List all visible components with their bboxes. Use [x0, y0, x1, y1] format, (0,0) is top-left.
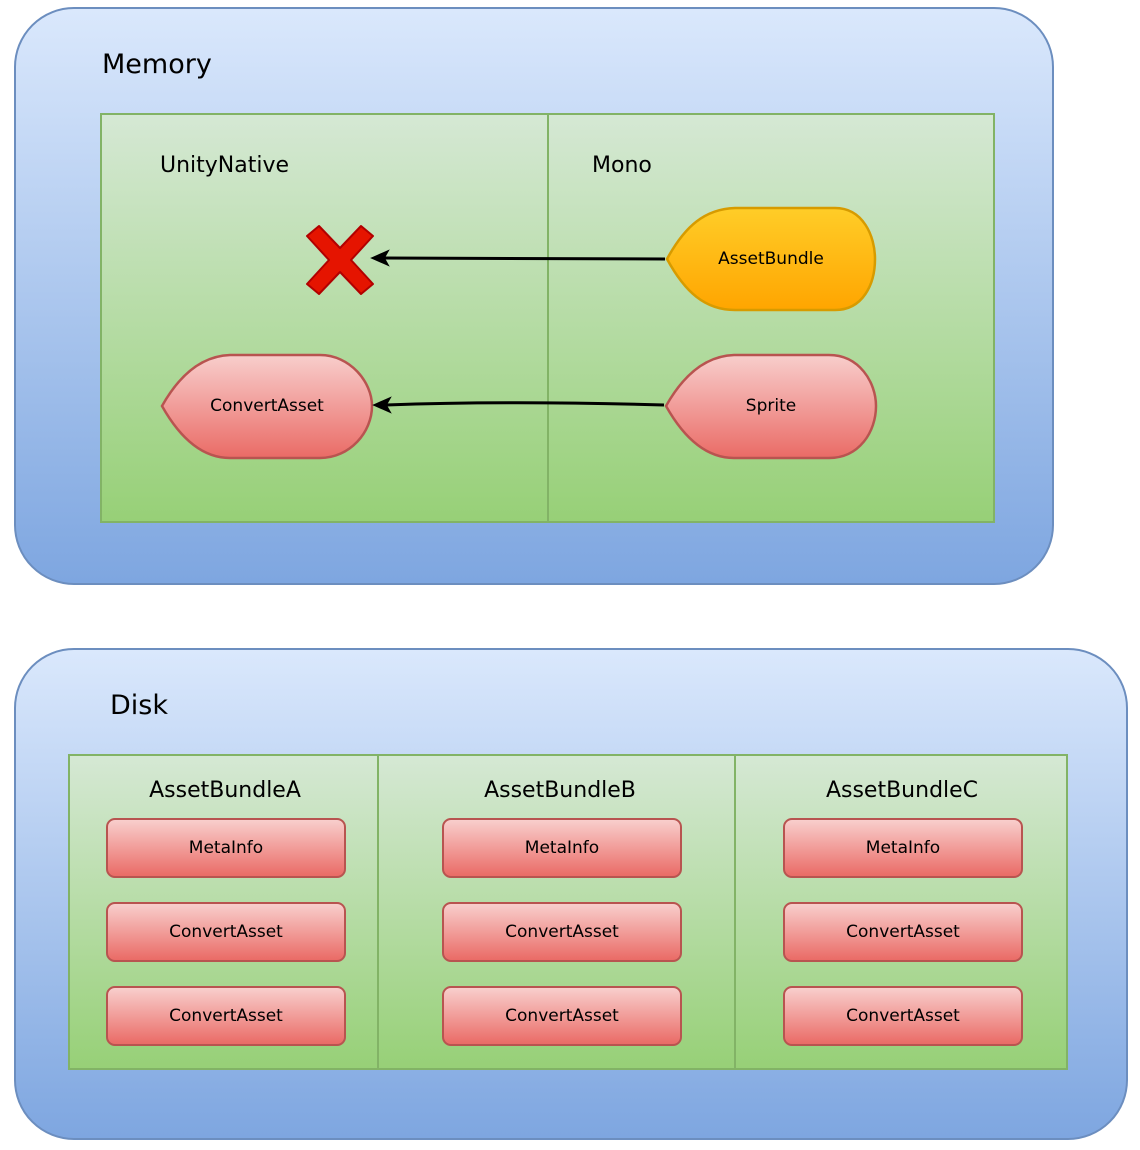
lane-title-unitynative: UnityNative — [160, 153, 290, 178]
bundle-c-item-convertasset-2[interactable]: ConvertAsset — [783, 986, 1023, 1046]
asset-bundle-node[interactable]: AssetBundle — [665, 206, 877, 312]
red-x-icon — [306, 225, 374, 295]
bundle-a-item-convertasset-2[interactable]: ConvertAsset — [106, 986, 346, 1046]
bundle-title-b: AssetBundleB — [484, 778, 636, 803]
asset-bundle-label: AssetBundle — [718, 249, 824, 269]
bundle-a-item-metainfo[interactable]: MetaInfo — [106, 818, 346, 878]
lane-title-mono: Mono — [592, 153, 652, 178]
convert-asset-node[interactable]: ConvertAsset — [160, 352, 374, 460]
destroyed-marker — [303, 224, 377, 296]
item-label: ConvertAsset — [169, 922, 283, 942]
bundle-b-item-metainfo[interactable]: MetaInfo — [442, 818, 682, 878]
item-label: ConvertAsset — [169, 1006, 283, 1026]
bundle-title-a: AssetBundleA — [149, 778, 301, 803]
bundle-c-item-convertasset-1[interactable]: ConvertAsset — [783, 902, 1023, 962]
lane-divider — [547, 115, 549, 521]
bundle-b-item-convertasset-2[interactable]: ConvertAsset — [442, 986, 682, 1046]
bundle-b-item-convertasset-1[interactable]: ConvertAsset — [442, 902, 682, 962]
disk-bundles: AssetBundleA MetaInfo ConvertAsset Conve… — [68, 754, 1068, 1070]
item-label: MetaInfo — [524, 838, 600, 858]
convert-asset-label: ConvertAsset — [210, 396, 324, 416]
item-label: ConvertAsset — [505, 922, 619, 942]
bundle-title-c: AssetBundleC — [825, 778, 979, 803]
memory-lanes: UnityNative Mono — [100, 113, 995, 523]
memory-container: Memory UnityNative Mono — [14, 7, 1054, 585]
item-label: ConvertAsset — [846, 922, 960, 942]
bundle-c-item-metainfo[interactable]: MetaInfo — [783, 818, 1023, 878]
memory-title: Memory — [102, 49, 212, 80]
disk-container: Disk AssetBundleA MetaInfo ConvertAsset … — [14, 648, 1128, 1140]
sprite-label: Sprite — [745, 396, 797, 416]
item-label: MetaInfo — [188, 838, 264, 858]
bundle-divider-2 — [734, 756, 736, 1068]
item-label: ConvertAsset — [505, 1006, 619, 1026]
sprite-node[interactable]: Sprite — [664, 352, 878, 460]
item-label: MetaInfo — [865, 838, 941, 858]
bundle-divider-1 — [377, 756, 379, 1068]
disk-title: Disk — [110, 690, 168, 721]
item-label: ConvertAsset — [846, 1006, 960, 1026]
bundle-a-item-convertasset-1[interactable]: ConvertAsset — [106, 902, 346, 962]
